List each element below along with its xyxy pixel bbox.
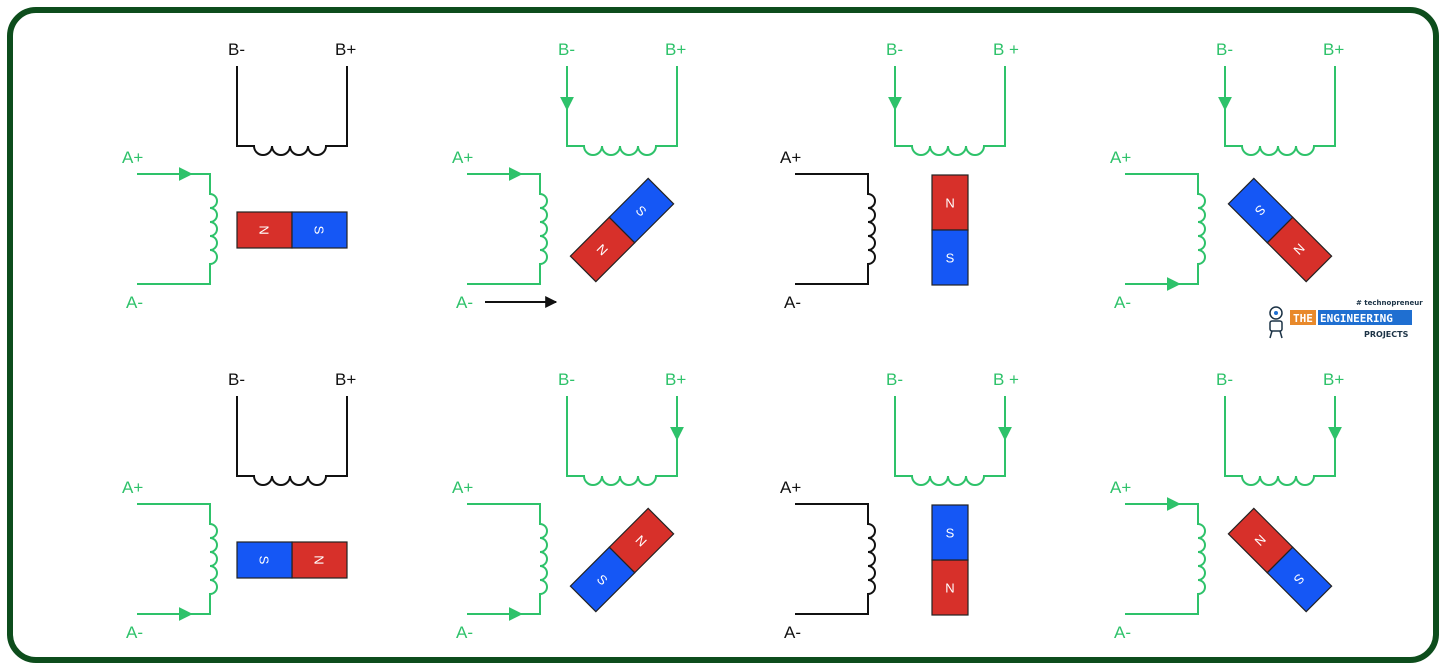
robot-icon: [1269, 306, 1283, 339]
north-label: N: [257, 225, 272, 234]
label-a-plus: A+: [780, 478, 801, 497]
south-pole: [931, 504, 969, 561]
watermark-brand-right-bg: [1318, 310, 1412, 325]
watermark-brand-left: THE: [1293, 312, 1313, 325]
label-b-plus: B +: [993, 370, 1019, 389]
frame-border: [7, 7, 1439, 663]
stepper-panel-4: A+ A- B- B+ NS: [1110, 40, 1344, 312]
watermark-brand-left-bg: [1290, 310, 1316, 325]
label-b-minus: B-: [1216, 40, 1233, 59]
south-pole: [236, 541, 293, 579]
label-b-plus: B+: [665, 40, 686, 59]
stepper-panel-3: A+A-B-B +NS: [780, 40, 1019, 312]
label-a-plus: A+: [122, 148, 143, 167]
label-a-plus: A+: [780, 148, 801, 167]
label-b-plus: B+: [665, 370, 686, 389]
label-b-minus: B-: [558, 370, 575, 389]
label-b-minus: B-: [886, 370, 903, 389]
south-pole: [569, 546, 636, 613]
coil-b-winding: [566, 66, 678, 156]
coil-a-winding: [137, 503, 218, 615]
rotor-magnet: NS: [931, 504, 969, 616]
south-pole: [608, 177, 675, 244]
coil-a-winding: [467, 173, 548, 285]
label-b-plus: B+: [1323, 370, 1344, 389]
north-label: N: [945, 196, 954, 211]
label-b-minus: B-: [228, 370, 245, 389]
label-b-plus: B+: [1323, 40, 1344, 59]
rotor-magnet: NS: [931, 174, 969, 286]
north-label: N: [945, 581, 954, 596]
south-pole: [931, 229, 969, 286]
label-a-minus: A-: [126, 293, 143, 312]
rotor-magnet: NS: [1227, 507, 1333, 613]
coil-b-winding: [894, 396, 1006, 486]
stepper-panel-6: A+ A- B- B+ NS: [452, 370, 686, 642]
watermark-tagline: # technopreneur: [1356, 299, 1423, 307]
coil-b-winding: [236, 396, 348, 486]
rotor-magnet: NS: [236, 541, 348, 579]
label-b-minus: B-: [1216, 370, 1233, 389]
watermark-brand-right: ENGINEERING: [1320, 312, 1393, 325]
south-label: S: [946, 526, 955, 541]
label-b-plus: B+: [335, 370, 356, 389]
coil-b-winding: [236, 66, 348, 156]
north-pole: [236, 211, 293, 249]
rotor-magnet: NS: [569, 177, 675, 283]
south-label: S: [257, 556, 272, 565]
south-pole: [1227, 177, 1294, 244]
coil-a-winding: [795, 503, 876, 615]
south-label: S: [946, 251, 955, 266]
watermark-brand-bottom: PROJECTS: [1364, 330, 1409, 339]
north-label: N: [312, 555, 327, 564]
coil-b-winding: [566, 396, 678, 486]
coil-b-winding: [1224, 66, 1336, 156]
south-label: S: [312, 226, 327, 235]
north-pole: [291, 541, 348, 579]
south-pole: [1266, 546, 1333, 613]
rotor-magnet: NS: [1227, 177, 1333, 283]
coil-a-winding: [137, 173, 218, 285]
coil-a-winding: [1125, 503, 1206, 615]
label-b-minus: B-: [558, 40, 575, 59]
label-a-plus: A+: [452, 148, 473, 167]
label-a-minus: A-: [1114, 623, 1131, 642]
label-a-minus: A-: [456, 293, 473, 312]
label-b-minus: B-: [886, 40, 903, 59]
coil-a-winding: [795, 173, 876, 285]
stepper-panel-5: A+A-B-B+NS: [122, 370, 356, 642]
label-a-minus: A-: [784, 623, 801, 642]
label-a-minus: A-: [126, 623, 143, 642]
label-b-minus: B-: [228, 40, 245, 59]
stepper-panel-8: A+ A- B- B+ NS: [1110, 370, 1344, 642]
label-a-minus: A-: [784, 293, 801, 312]
label-a-minus: A-: [456, 623, 473, 642]
coil-a-winding: [1125, 173, 1206, 285]
label-b-plus: B +: [993, 40, 1019, 59]
watermark-logo: # technopreneur THE ENGINEERING PROJECTS: [1269, 299, 1423, 339]
label-a-plus: A+: [1110, 478, 1131, 497]
rotor-magnet: NS: [569, 507, 675, 613]
coil-a-winding: [467, 503, 548, 615]
label-a-plus: A+: [122, 478, 143, 497]
coil-b-winding: [1224, 396, 1336, 486]
stepper-panel-7: A+A-B-B +NS: [780, 370, 1019, 642]
label-a-plus: A+: [1110, 148, 1131, 167]
coil-b-winding: [894, 66, 1006, 156]
stepper-panel-2: A+ A- B- B+ NS: [452, 40, 686, 312]
label-b-plus: B+: [335, 40, 356, 59]
label-a-plus: A+: [452, 478, 473, 497]
south-pole: [291, 211, 348, 249]
label-a-minus: A-: [1114, 293, 1131, 312]
